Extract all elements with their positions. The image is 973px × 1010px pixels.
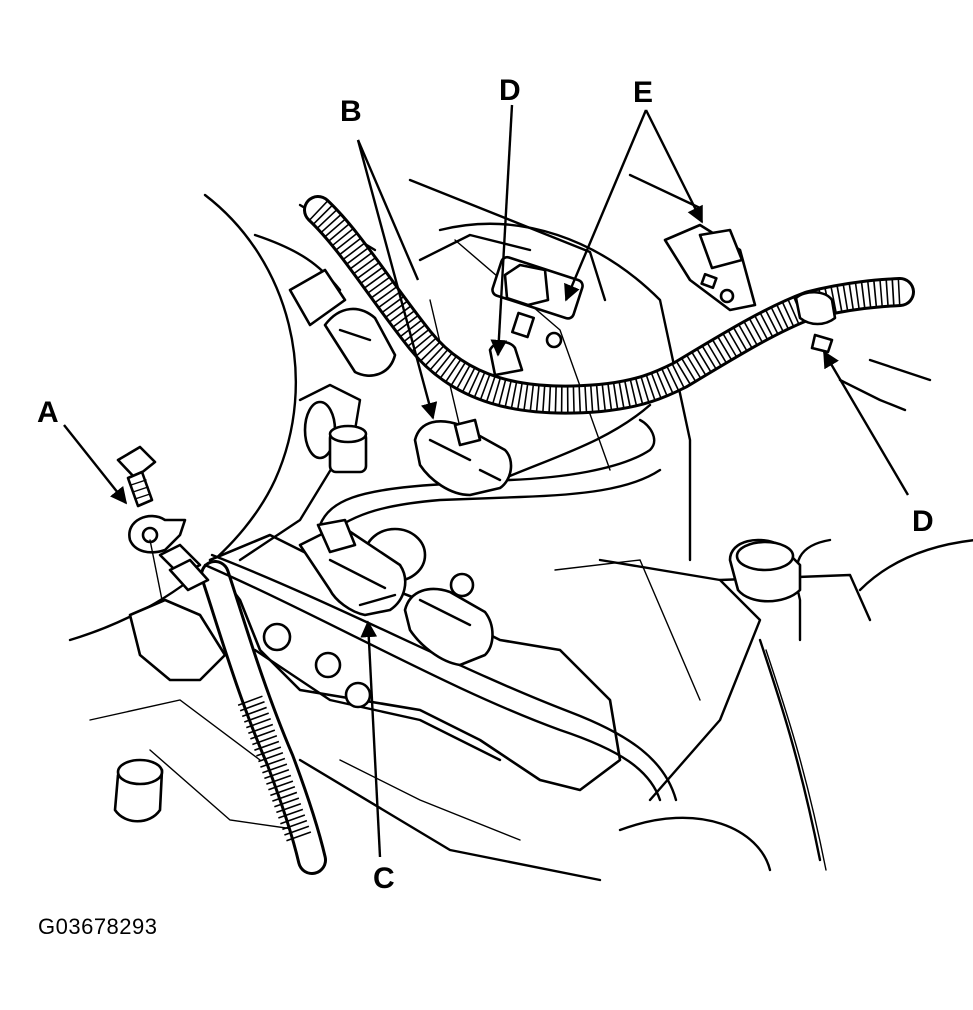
harness-bracket-e <box>663 223 757 312</box>
engine-mount-bolt <box>728 538 802 603</box>
sensor-connector-upper-left <box>288 268 397 377</box>
engine-block-outline <box>68 173 973 882</box>
callout-label-b: B <box>340 95 362 128</box>
figure-id: G03678293 <box>38 914 158 939</box>
leader-lines <box>63 104 910 858</box>
callout-label-d-top: D <box>499 74 521 107</box>
callout-label-d-right: D <box>912 505 934 538</box>
callout-label-c: C <box>373 862 395 895</box>
bracket-assembly <box>208 383 622 792</box>
callout-label-a: A <box>37 396 59 429</box>
connector-adjacent <box>403 587 494 667</box>
connector-c <box>298 518 407 617</box>
ground-terminal-a <box>113 445 227 823</box>
connector-b <box>413 418 513 497</box>
callout-label-e: E <box>633 76 654 109</box>
